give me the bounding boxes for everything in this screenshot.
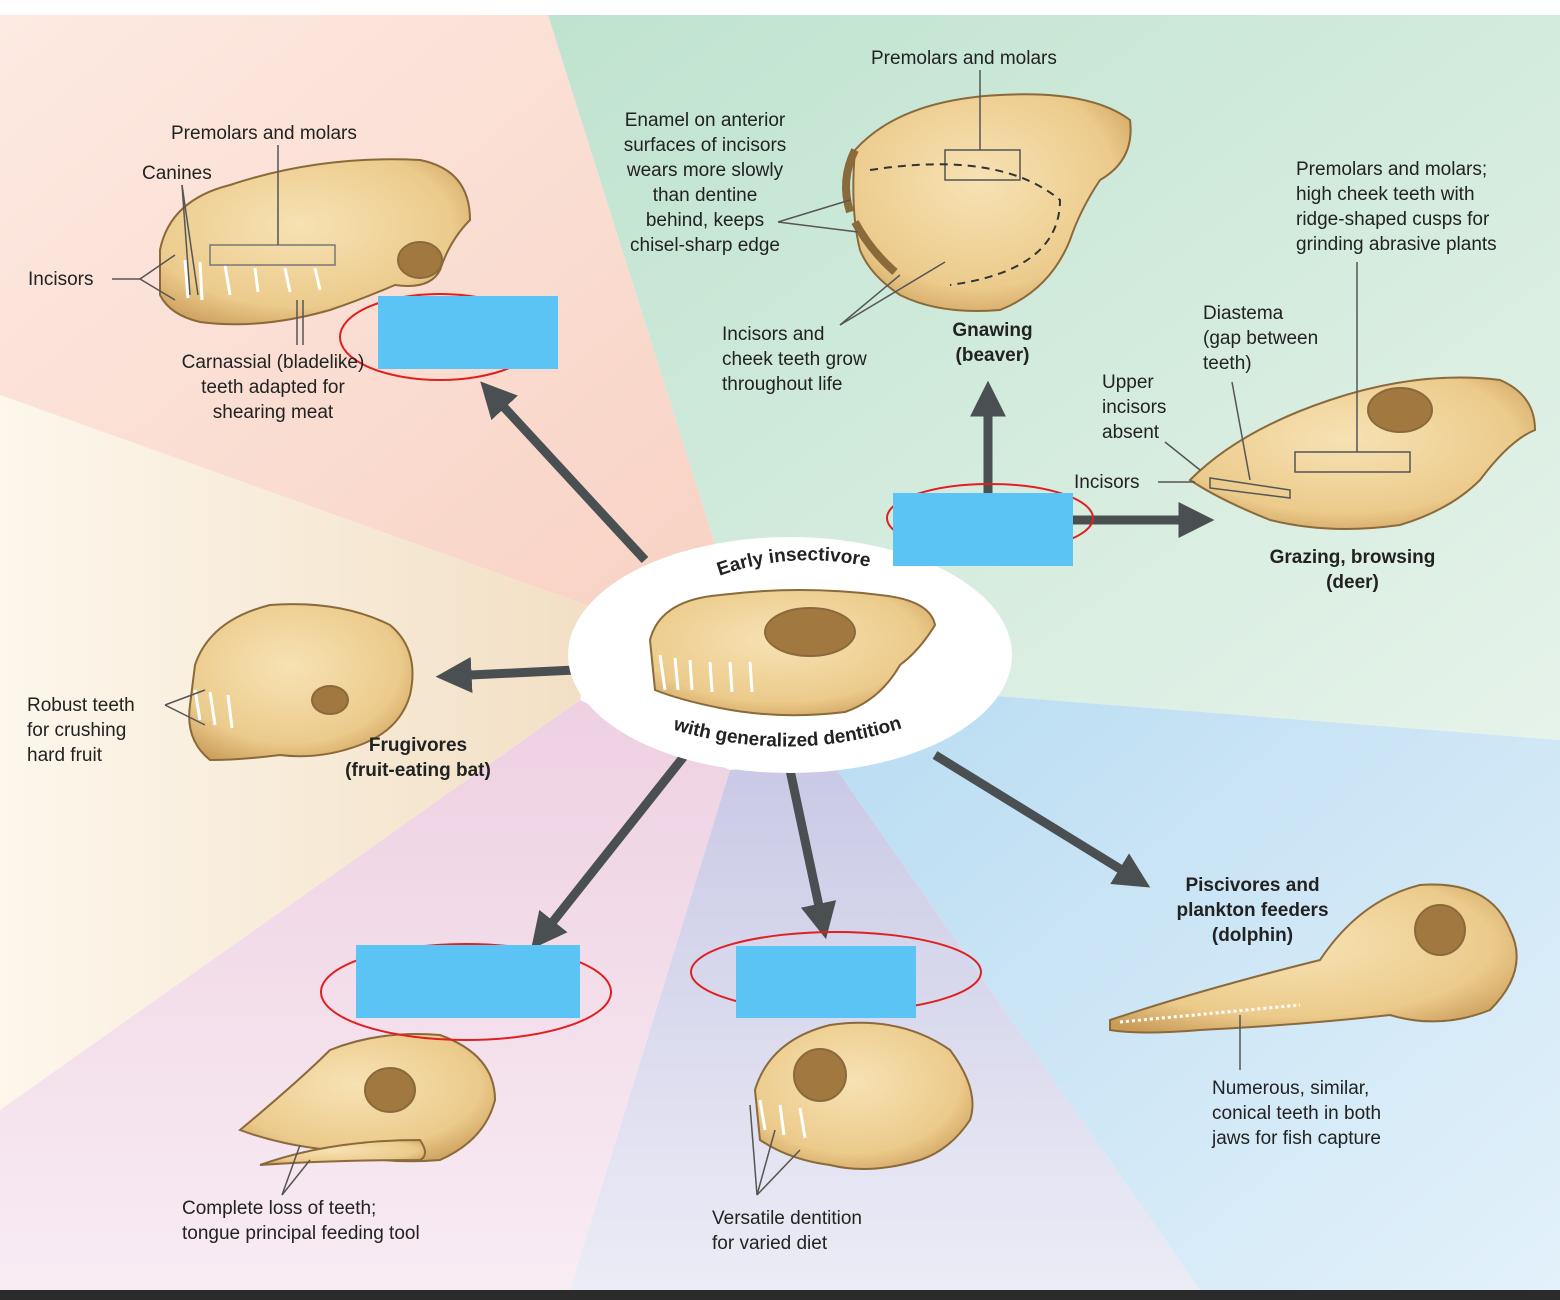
omnivore-leaders bbox=[749, 1104, 801, 1196]
omnivore-skull bbox=[753, 1021, 974, 1170]
arrow-piscivore bbox=[932, 751, 1151, 888]
carnivore-premolars-label: Premolars and molars bbox=[171, 123, 357, 144]
carnivore-canines-label: Canines bbox=[142, 163, 212, 184]
gnawing-title: Gnawing(beaver) bbox=[952, 320, 1033, 366]
carnivore-sector bbox=[0, 15, 720, 610]
arrow-anteater bbox=[531, 752, 689, 950]
anteater-skull bbox=[238, 1033, 497, 1166]
beaver-leaders bbox=[777, 70, 981, 326]
carnivore-incisors-label: Incisors bbox=[28, 269, 94, 290]
arrows bbox=[435, 380, 1215, 950]
bottom-bar bbox=[0, 1290, 1560, 1300]
bat-leaders bbox=[164, 689, 206, 726]
bat-skull bbox=[188, 603, 414, 762]
deer-leaders bbox=[1158, 262, 1358, 483]
dolphin-skull bbox=[1109, 883, 1518, 1034]
frugivore-title: Frugivores(fruit-eating bat) bbox=[345, 735, 491, 781]
redacted-label-carnivore bbox=[378, 296, 558, 369]
anteater-leaders bbox=[281, 1144, 311, 1196]
carnivore-skull bbox=[159, 158, 472, 326]
arrow-carnivore bbox=[480, 381, 649, 564]
carnivore-leaders bbox=[112, 145, 304, 345]
redacted-label-anteater bbox=[356, 945, 580, 1018]
redacted-label-omnivore bbox=[736, 946, 916, 1018]
piscivore-sector bbox=[830, 690, 1560, 1290]
insectivore-skull bbox=[648, 589, 937, 717]
deer-premolars-label: Premolars and molars;high cheek teeth wi… bbox=[1296, 159, 1497, 255]
deer-incisors-label: Incisors bbox=[1074, 472, 1140, 493]
ring-anteater bbox=[320, 943, 612, 1041]
beaver-skull bbox=[842, 93, 1132, 312]
grazing-title: Grazing, browsing(deer) bbox=[1269, 547, 1436, 593]
anteater-teeth-label: Complete loss of teeth;tongue principal … bbox=[182, 1198, 420, 1244]
deer-skull bbox=[1188, 376, 1537, 530]
arrow-omnivore bbox=[785, 769, 837, 940]
arrow-frugivore bbox=[435, 656, 576, 693]
beaver-premolars-label: Premolars and molars bbox=[871, 48, 1057, 69]
redacted-label-center-right bbox=[893, 493, 1073, 566]
